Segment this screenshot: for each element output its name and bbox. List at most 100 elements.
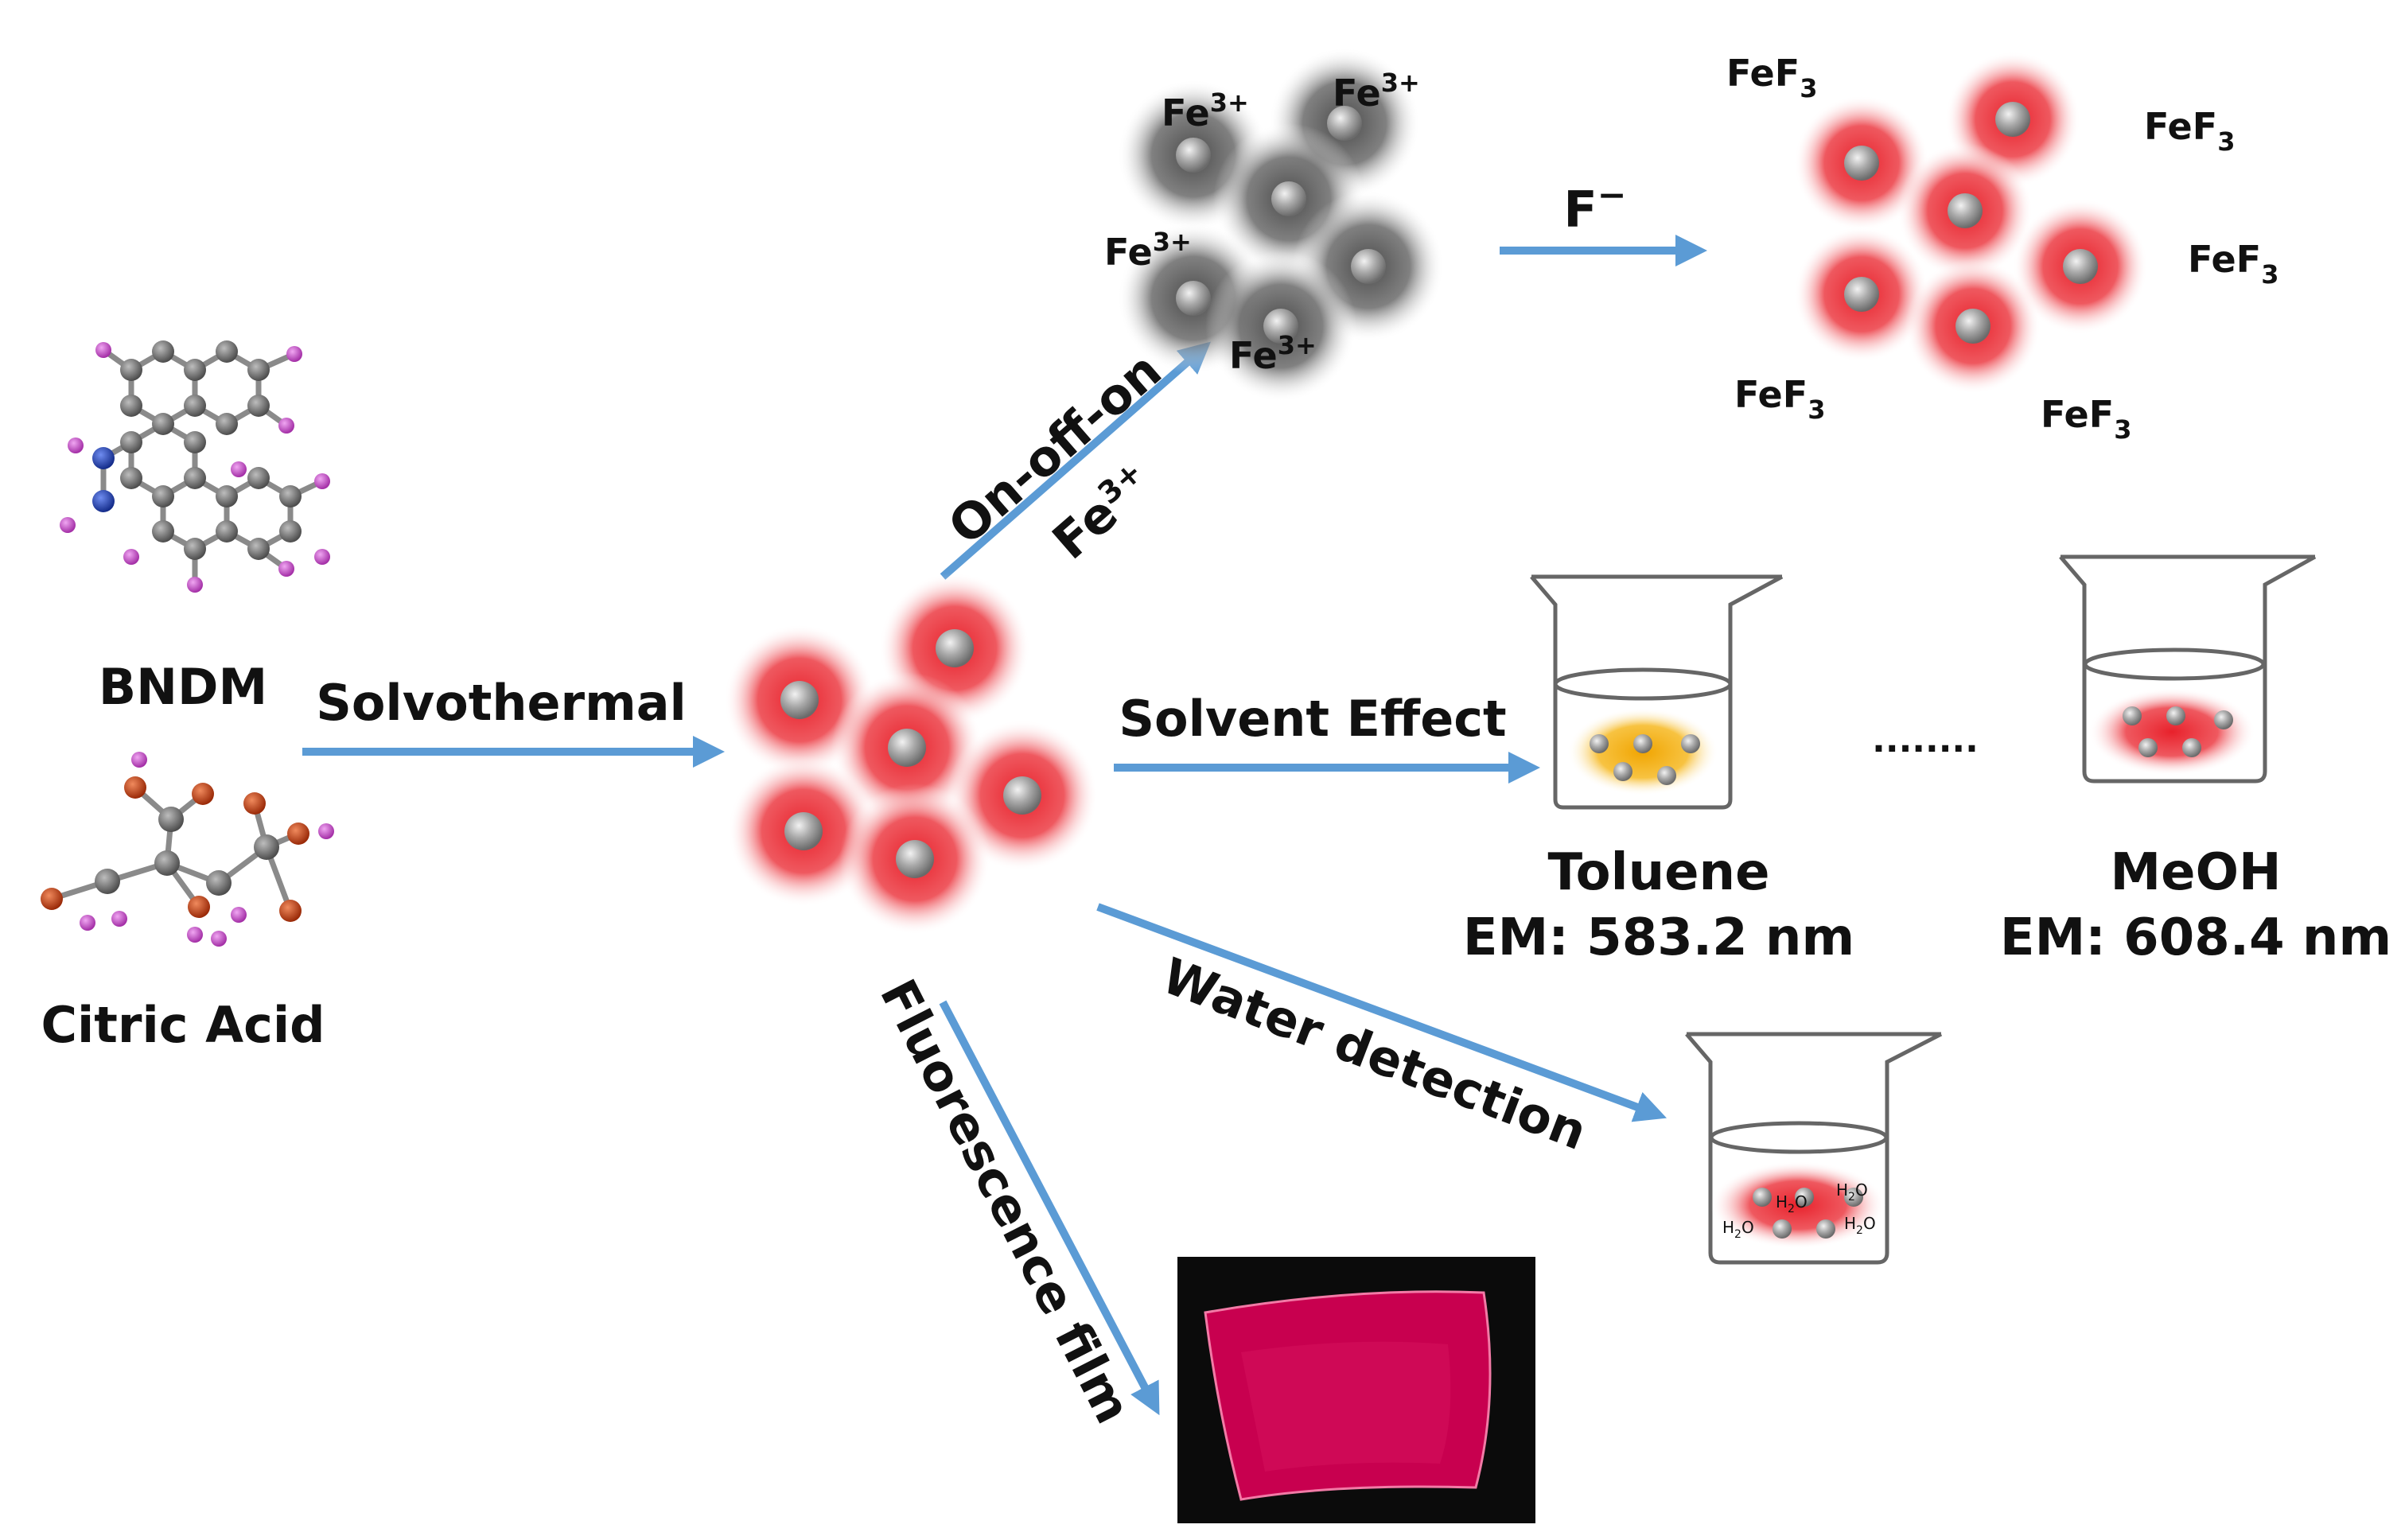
fluorescence-film-label: Fluorescence film <box>869 970 1142 1433</box>
water-dot <box>1753 1188 1772 1207</box>
toluene-dot <box>1633 734 1652 753</box>
meoh-emission: EM: 608.4 nm <box>2000 908 2391 967</box>
atom <box>254 834 279 860</box>
toluene-emission: EM: 583.2 nm <box>1463 908 1854 967</box>
atom <box>286 346 302 362</box>
carbon-dot <box>831 672 983 823</box>
fef3-label: FeF3 <box>2188 238 2278 290</box>
water-dot <box>1795 1188 1814 1207</box>
carbon-dot <box>839 784 990 935</box>
atom <box>216 485 238 508</box>
recovered-dot <box>2013 199 2148 334</box>
atom <box>247 467 270 489</box>
toluene-dot <box>1613 762 1632 781</box>
atom <box>247 538 270 560</box>
atom <box>41 888 63 910</box>
atom <box>92 447 115 469</box>
toluene-beaker <box>1530 574 1784 810</box>
meoh-label: MeOH <box>2110 843 2281 902</box>
citric-acid-label: Citric Acid <box>41 996 325 1054</box>
water-dot <box>1773 1219 1792 1239</box>
meoh-dot <box>2214 710 2233 729</box>
recovered-dot <box>1897 143 2033 278</box>
toluene-dot <box>1681 734 1700 753</box>
meoh-beaker <box>2059 554 2317 784</box>
atom <box>80 915 95 931</box>
atom <box>184 395 206 417</box>
red-glow <box>1710 1161 1885 1249</box>
fef3-label: FeF3 <box>2041 393 2131 445</box>
quenched-dots-cluster <box>1118 48 1444 402</box>
atom <box>318 823 334 839</box>
atom <box>279 520 302 542</box>
carbon-dots-cluster <box>724 573 1098 935</box>
bndm-label: BNDM <box>99 658 267 716</box>
atom <box>314 473 330 489</box>
water-dot <box>1844 1188 1863 1207</box>
toluene-dot <box>1590 734 1609 753</box>
atom <box>243 792 266 815</box>
atom <box>92 490 115 512</box>
atom <box>278 418 294 434</box>
atom <box>278 561 294 577</box>
recovered-dot <box>1794 95 1929 231</box>
atom <box>124 776 146 799</box>
atom <box>216 340 238 363</box>
water-dot <box>1816 1219 1835 1239</box>
atom <box>152 520 174 542</box>
fe3-ion-label: Fe3+ <box>1162 88 1249 134</box>
atom <box>120 359 142 381</box>
atom <box>287 822 309 845</box>
atom <box>120 467 142 489</box>
red-glow <box>2088 688 2255 776</box>
meoh-dots <box>2088 688 2255 776</box>
meoh-dot <box>2138 738 2158 757</box>
recovered-dot <box>1905 259 2041 394</box>
citric-acid-molecule-model <box>41 752 334 947</box>
atom <box>152 485 174 508</box>
water-dots <box>1710 1161 1885 1249</box>
water-detection-label: Water detection <box>1154 947 1594 1161</box>
fef3-labels: FeF3 FeF3 FeF3 FeF3 FeF3 <box>1726 52 2278 445</box>
atom <box>187 927 203 943</box>
fef3-label: FeF3 <box>1726 52 1817 103</box>
atom <box>184 538 206 560</box>
atom <box>131 752 147 768</box>
atom <box>111 911 127 927</box>
atom <box>192 783 214 805</box>
atom <box>188 896 210 918</box>
solvothermal-label: Solvothermal <box>316 674 687 732</box>
water-detection-arrow <box>1096 903 1667 1122</box>
atom <box>95 869 120 894</box>
atom <box>279 900 302 922</box>
ellipsis: ........ <box>1872 720 1979 760</box>
atom <box>184 467 206 489</box>
atom <box>231 907 247 923</box>
fluorescence-film-arrow <box>939 1000 1160 1416</box>
atom <box>211 931 227 947</box>
solvent-effect-label: Solvent Effect <box>1119 690 1506 748</box>
meoh-dot <box>2123 706 2142 725</box>
atom <box>187 577 203 593</box>
arrows <box>302 235 1707 1416</box>
atom <box>154 850 180 876</box>
atom <box>120 395 142 417</box>
atom <box>123 549 139 565</box>
quenched-dot <box>1205 251 1356 402</box>
atom <box>60 517 76 533</box>
atom <box>184 359 206 381</box>
atom <box>152 413 174 435</box>
recovered-dot <box>1794 227 1929 362</box>
atom <box>206 870 232 896</box>
toluene-dot <box>1657 766 1676 785</box>
atom <box>95 342 111 358</box>
bndm-molecule-model <box>60 340 330 593</box>
atom <box>184 431 206 453</box>
fluorescence-film-photo <box>1177 1257 1535 1523</box>
atom <box>68 438 84 453</box>
fef3-label: FeF3 <box>2144 105 2235 157</box>
toluene-dots <box>1567 708 1718 795</box>
toluene-label: Toluene <box>1548 843 1770 902</box>
atom <box>314 549 330 565</box>
